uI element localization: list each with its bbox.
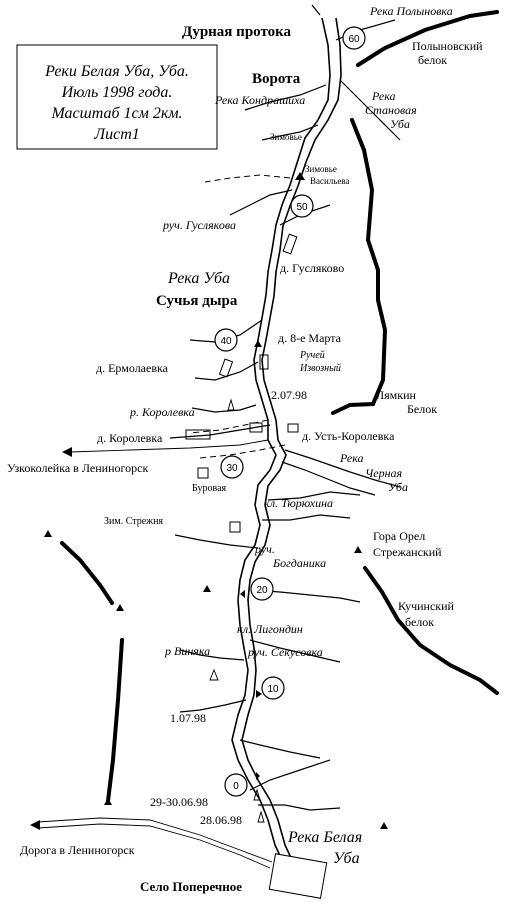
label-date-2-07: 2.07.98 xyxy=(271,388,307,402)
label-reka-uba: Река Уба xyxy=(167,270,230,287)
label-stanovaya-1: Река xyxy=(371,89,396,103)
km-marker-50: 50 xyxy=(290,194,314,218)
label-d-ermolaevka: д. Ермолаевка xyxy=(96,361,169,375)
label-gora-orel-1: Гора Орел xyxy=(373,529,425,543)
label-d-korolevka: д. Королевка xyxy=(97,431,163,445)
lyamkin-ridge xyxy=(331,118,388,415)
km-marker-30: 30 xyxy=(220,455,244,479)
legend-line-3: Масштаб 1см 2км. xyxy=(50,105,182,122)
label-kuchinsky-2: белок xyxy=(405,615,434,629)
label-ruch-guslyakova: руч. Гуслякова xyxy=(162,218,236,232)
svg-text:60: 60 xyxy=(348,34,360,45)
label-polynovsky-1: Полыновский xyxy=(412,39,483,53)
km-marker-20: 20 xyxy=(250,577,274,601)
label-kuchinsky-1: Кучинский xyxy=(398,599,455,613)
label-ruch-sekusovka: руч. Секусовка xyxy=(247,645,323,659)
svg-text:0: 0 xyxy=(233,781,239,792)
ridges xyxy=(60,10,499,803)
label-kl-tyuyukhina: кл. Тюрюхина xyxy=(264,496,333,510)
label-reka-belaya-1: Река Белая xyxy=(287,829,362,846)
legend-line-1: Реки Белая Уба, Уба. xyxy=(44,63,189,80)
label-r-vinyaka: р Виняка xyxy=(164,644,210,658)
label-zimovye-vasilyeva-2: Васильева xyxy=(310,176,350,186)
label-vorota: Ворота xyxy=(252,71,301,87)
settlements xyxy=(185,233,328,899)
label-selo-poperechnoe: Село Поперечное xyxy=(140,879,242,894)
km-markers: 60 50 40 30 20 10 0 xyxy=(214,26,366,797)
label-bogdanika-1: руч. xyxy=(254,542,275,556)
svg-text:40: 40 xyxy=(220,336,232,347)
legend-box: Реки Белая Уба, Уба. Июль 1998 года. Мас… xyxy=(16,44,218,150)
peaks xyxy=(44,172,388,829)
label-zim-strezhnya: Зим. Стрежня xyxy=(104,516,163,527)
label-r-korolevka: р. Королевка xyxy=(129,405,195,419)
label-chernaya-3: Уба xyxy=(388,480,408,494)
legend-line-4: Лист1 xyxy=(93,126,140,143)
label-uzkokoleyka: Узкоколейка в Лениногорск xyxy=(7,461,148,475)
km-marker-60: 60 xyxy=(342,26,366,50)
label-reka-polynovka: Река Полыновка xyxy=(369,4,453,18)
svg-text:20: 20 xyxy=(256,585,268,596)
label-burovaya: Буровая xyxy=(192,483,227,494)
label-date-29-30: 29-30.06.98 xyxy=(150,795,208,809)
roads xyxy=(30,439,273,869)
label-suchya-dyra: Сучья дыра xyxy=(156,293,238,309)
label-date-1-07: 1.07.98 xyxy=(170,711,206,725)
label-reka-kondrashikha: Река Кондрашиха xyxy=(214,93,305,107)
label-reka-belaya-2: Уба xyxy=(333,850,360,867)
label-zimovye: Зимовье xyxy=(270,132,302,142)
km-marker-10: 10 xyxy=(261,676,285,700)
svg-text:50: 50 xyxy=(296,202,308,213)
label-stanovaya-2: Становая xyxy=(365,103,417,117)
label-d-8-marta: д. 8-е Марта xyxy=(278,331,342,345)
map-labels: Дурная протока Река Полыновка Полыновски… xyxy=(7,4,483,894)
label-durnaya-protoka: Дурная протока xyxy=(182,24,292,40)
kuchinsky-ridge xyxy=(363,566,499,695)
label-chernaya-1: Река xyxy=(339,451,364,465)
road-to-leninogorsk xyxy=(37,817,273,863)
label-izvozny-2: Извозный xyxy=(299,363,341,374)
polynovsky-ridge xyxy=(356,10,499,67)
label-stanovaya-3: Уба xyxy=(390,117,410,131)
svg-text:30: 30 xyxy=(226,463,238,474)
km-marker-40: 40 xyxy=(214,328,238,352)
label-zimovye-vasilyeva-1: Зимовье xyxy=(305,164,337,174)
label-lyamkin-2: Белок xyxy=(407,402,437,416)
label-d-ust-korolevka: д. Усть-Королевка xyxy=(302,429,395,443)
label-gora-orel-2: Стрежанский xyxy=(373,545,442,559)
west-ridge xyxy=(60,541,114,605)
narrow-gauge-line xyxy=(69,439,269,453)
label-polynovsky-2: белок xyxy=(418,53,447,67)
svg-text:10: 10 xyxy=(267,684,279,695)
camp-marks xyxy=(209,398,265,823)
label-izvozny-1: Ручей xyxy=(299,350,325,361)
label-date-28-06: 28.06.98 xyxy=(200,813,242,827)
label-bogdanika-2: Богданика xyxy=(272,556,326,570)
label-d-guslyakovo: д. Гусляково xyxy=(280,261,344,275)
west-ridge-lower xyxy=(106,638,124,803)
label-doroga: Дорога в Лениногорск xyxy=(20,843,135,857)
label-chernaya-2: Черная xyxy=(365,466,403,480)
label-kl-ligondin: кл. Лигондин xyxy=(237,622,303,636)
km-marker-0: 0 xyxy=(224,773,248,797)
legend-line-2: Июль 1998 года. xyxy=(61,84,173,101)
label-lyamkin-1: Лямкин xyxy=(376,388,417,402)
